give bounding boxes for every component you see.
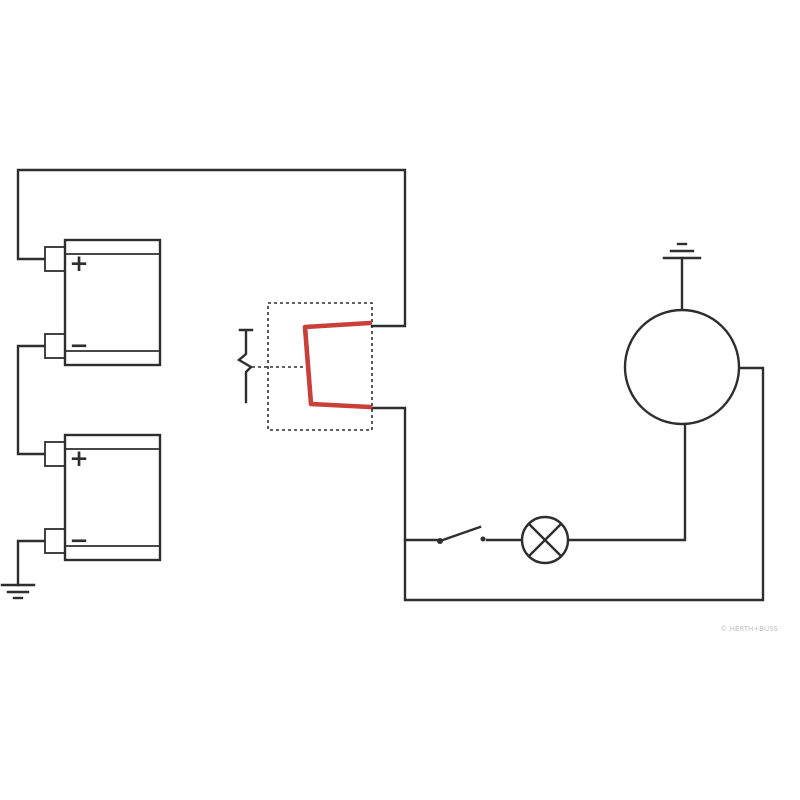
relay-dashed-box xyxy=(267,302,373,431)
motor xyxy=(623,308,741,426)
battery-body xyxy=(63,433,162,562)
minus-label: − xyxy=(69,528,88,554)
switch xyxy=(437,525,486,544)
motor-circle xyxy=(623,308,741,426)
battery-terminal-plus xyxy=(44,246,68,272)
wire-top-feed xyxy=(16,168,407,328)
wiring xyxy=(16,168,765,602)
relay xyxy=(236,302,373,431)
battery-bottom: + − xyxy=(44,433,162,562)
relay-actuator xyxy=(236,328,254,404)
relay-contact-highlight xyxy=(302,320,373,410)
battery-terminal-minus xyxy=(44,333,68,359)
minus-label: − xyxy=(69,333,88,359)
battery-body xyxy=(63,238,162,367)
battery-terminal-plus xyxy=(44,441,68,467)
wire-lamp-to-motor xyxy=(566,423,687,542)
switch-blade xyxy=(438,525,482,543)
lamp-cross xyxy=(527,522,563,558)
ground-symbol-right xyxy=(662,242,702,260)
wire-battery-link xyxy=(16,344,47,456)
battery-top: + − xyxy=(44,238,162,367)
wire-relay-to-motor xyxy=(370,366,765,602)
wire-battery2-to-ground xyxy=(16,539,47,587)
switch-contact-dot-right xyxy=(480,536,486,542)
lamp xyxy=(520,515,570,565)
plus-label: + xyxy=(69,446,88,472)
watermark: © HERTH+BUSS xyxy=(721,625,779,633)
battery-terminal-minus xyxy=(44,528,68,554)
plus-label: + xyxy=(69,251,88,277)
ground-symbol-left xyxy=(0,583,36,600)
